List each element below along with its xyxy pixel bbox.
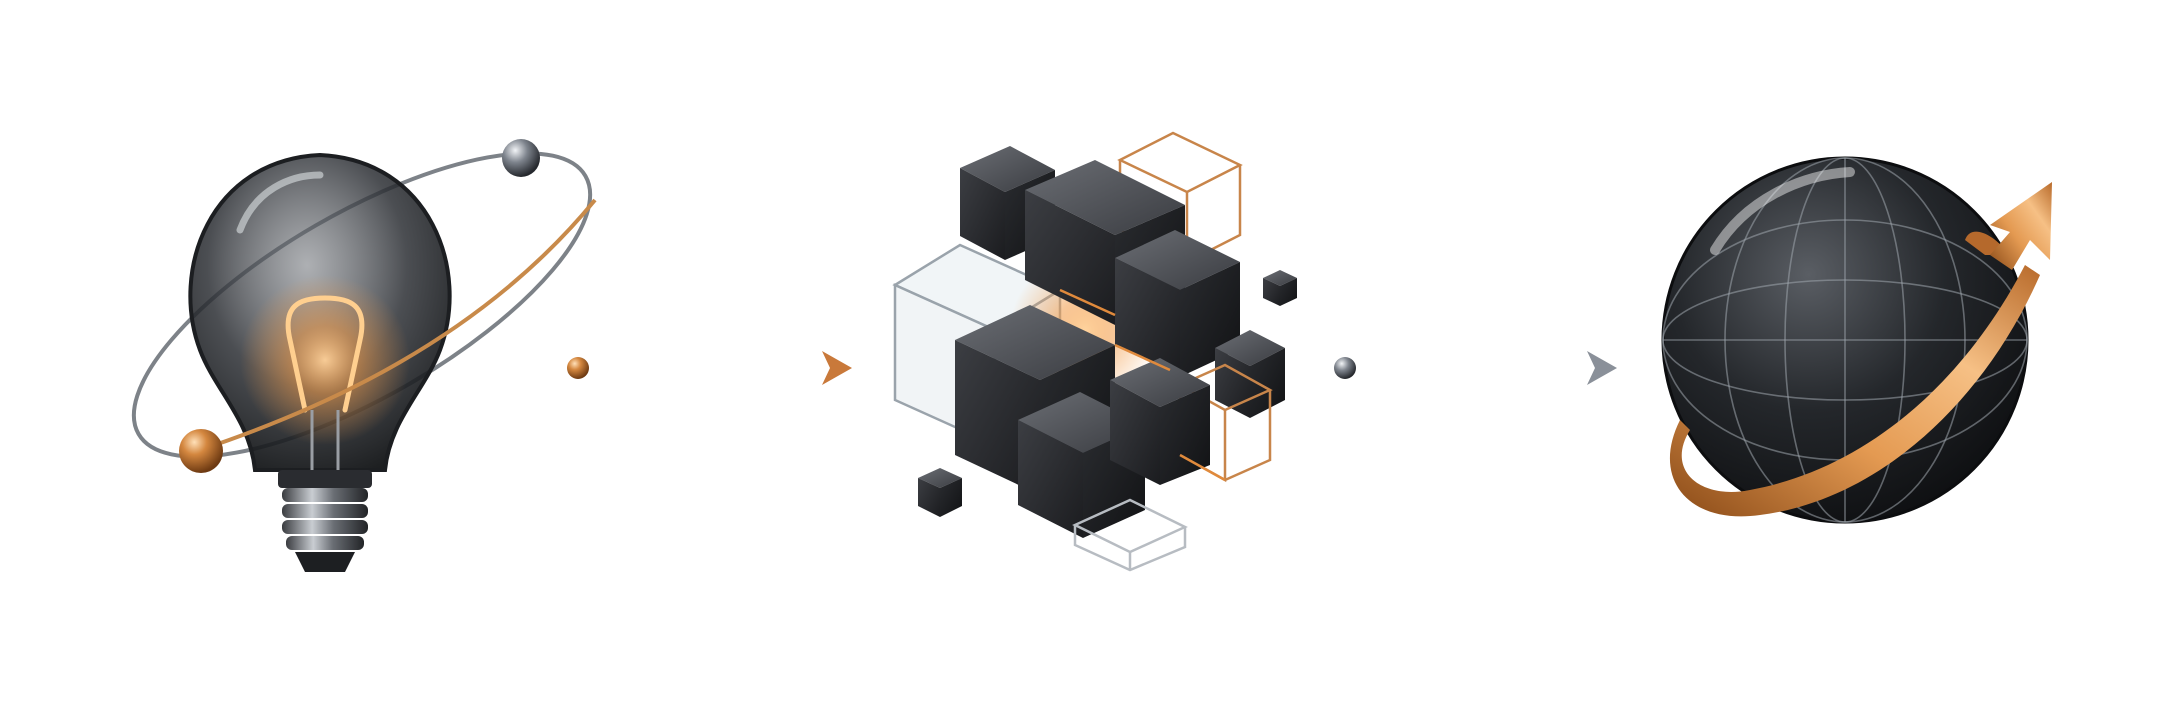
wireframe-cube-bottom (1072, 498, 1188, 572)
filament-stem (310, 410, 340, 470)
flow-arrow-1 (567, 351, 852, 385)
filament-glow (240, 275, 410, 445)
orbit-ball-copper (179, 429, 223, 473)
rising-arrow-head-icon (1990, 182, 2052, 270)
arrow-head-icon (1587, 351, 1617, 385)
arrow-tail-ball-copper (567, 357, 589, 379)
bulb-screw-base (282, 488, 368, 572)
rising-arrow-band (1669, 265, 2040, 517)
globe-icon (1661, 156, 2052, 524)
floating-cube-right (1263, 270, 1297, 306)
solid-cube-4 (1215, 330, 1285, 418)
globe-highlight (1710, 167, 1855, 255)
orbit-ring-front (199, 198, 597, 452)
arrow-head-icon (822, 351, 852, 385)
orbit-ball-steel (502, 139, 540, 177)
bulb-neck (278, 470, 372, 488)
floating-cube-left (918, 468, 962, 517)
bulb-highlight (236, 171, 324, 234)
cube-cluster-icon (892, 131, 1297, 572)
filament (285, 295, 365, 413)
solid-cube-7 (1110, 358, 1210, 485)
copper-edge-accent (1059, 288, 1226, 482)
flow-arrow-2 (1334, 351, 1617, 385)
arrow-tail-ball-steel (1334, 357, 1356, 379)
lightbulb-icon (131, 139, 597, 572)
globe-grid-lines (1662, 157, 2028, 523)
